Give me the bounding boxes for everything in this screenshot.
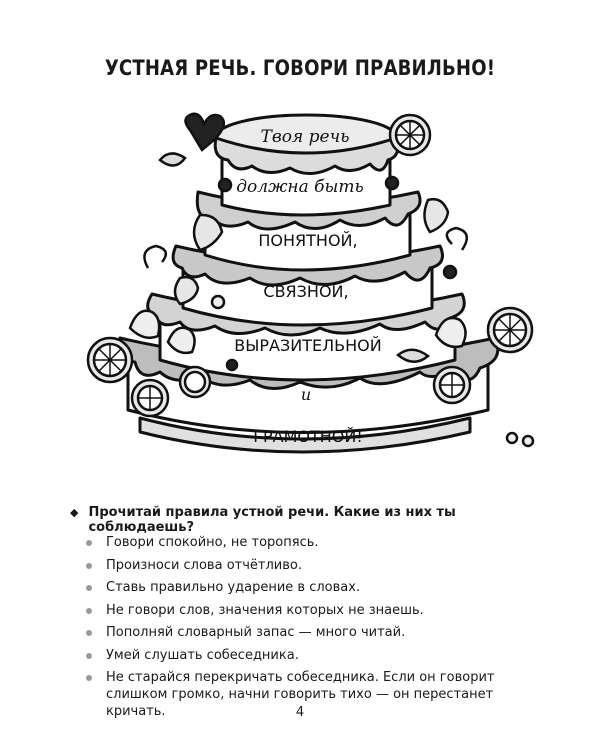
- bullet-dot-icon: [86, 562, 92, 569]
- list-item: Пополняй словарный запас — много читай.: [86, 624, 556, 641]
- berry-icon: [225, 358, 239, 372]
- page-title: УСТНАЯ РЕЧЬ. ГОВОРИ ПРАВИЛЬНО!: [104, 56, 496, 80]
- cake-text-5: ВЫРАЗИТЕЛЬНОЙ: [234, 336, 381, 355]
- task-question: ◆ Прочитай правила устной речи. Какие из…: [70, 505, 550, 535]
- list-item: Ставь правильно ударение в словах.: [86, 579, 556, 596]
- berry-icon: [521, 434, 535, 448]
- cake-plate: [138, 416, 472, 454]
- bullet-dot-icon: [86, 607, 92, 614]
- cake-text-3: ПОНЯТНОЙ,: [258, 231, 357, 250]
- berry-icon: [217, 177, 233, 193]
- berry-icon: [210, 294, 226, 310]
- berry-icon: [442, 264, 458, 280]
- cake-text-7: ГРАМОТНОЙ!: [253, 427, 363, 446]
- question-text: Прочитай правила устной речи. Какие из н…: [88, 505, 456, 535]
- bullet-dot-icon: [86, 652, 92, 659]
- leaf-icon: [158, 152, 187, 167]
- diamond-bullet-icon: ◆: [70, 506, 79, 519]
- lemon-slice-icon: [432, 365, 472, 405]
- swirl-icon: [445, 226, 469, 251]
- bullet-dot-icon: [86, 630, 92, 636]
- list-item: Не старайся перекричать собеседника. Есл…: [86, 669, 556, 720]
- page-number: 4: [295, 705, 305, 720]
- list-item: Произноси слова отчётливо.: [86, 557, 556, 574]
- list-item: Умей слушать собеседника.: [86, 647, 556, 664]
- cake-text-6: и: [301, 385, 311, 404]
- leaf-icon: [395, 348, 430, 363]
- lemon-slice-icon: [130, 378, 170, 418]
- list-item: Не говори слов, значения которых не знае…: [86, 602, 556, 619]
- berry-icon: [384, 175, 400, 191]
- meringue-icon: [128, 309, 161, 339]
- lemon-slice-icon: [86, 336, 134, 384]
- strawberry-icon: [423, 198, 450, 234]
- heart-icon: [184, 112, 226, 152]
- rules-list: Говори спокойно, не торопясь. Произноси …: [86, 534, 556, 726]
- lemon-slice-icon: [178, 365, 212, 399]
- berry-icon: [505, 431, 519, 445]
- meringue-icon: [434, 316, 467, 349]
- lemon-slice-icon: [388, 113, 432, 157]
- cake-text-2: должна быть: [236, 177, 364, 197]
- bullet-dot-icon: [86, 585, 92, 591]
- strawberry-icon: [192, 213, 224, 252]
- meringue-icon: [166, 326, 196, 355]
- list-item: Говори спокойно, не торопясь.: [86, 534, 556, 551]
- lemon-slice-icon: [486, 306, 534, 354]
- cake-illustration: Твоя речь должна быть ПОНЯТНОЙ, СВЯЗНОЙ,…: [86, 112, 535, 454]
- cake-text-1: Твоя речь: [261, 127, 350, 147]
- cake-text-4: СВЯЗНОЙ,: [263, 282, 348, 301]
- bullet-dot-icon: [86, 540, 92, 546]
- strawberry-icon: [173, 275, 200, 306]
- swirl-icon: [143, 244, 168, 269]
- bullet-dot-icon: [86, 675, 92, 681]
